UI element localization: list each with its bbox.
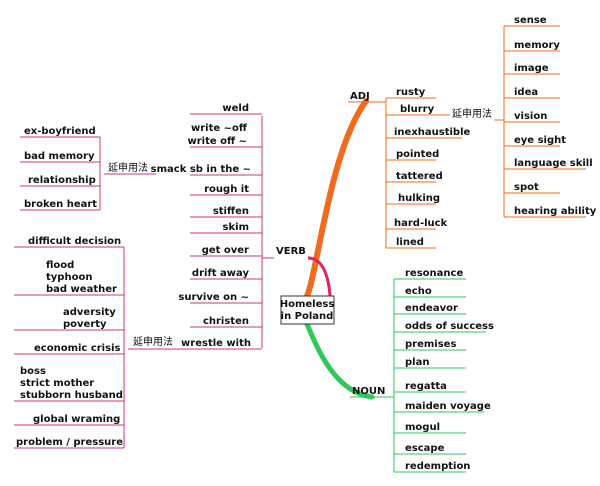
noun-item: premises (405, 339, 456, 350)
adj-item: blurry (400, 104, 435, 115)
blurry-ext-item: image (514, 63, 549, 74)
wrestle-ext-item: economic crisis (34, 343, 120, 354)
noun-item: escape (405, 443, 445, 454)
noun-trunk (304, 321, 375, 400)
blurry-ext-item: hearing ability (514, 206, 597, 217)
wrestle-ext-item: typhoon (46, 272, 92, 283)
noun-item: resonance (405, 268, 463, 279)
adj-title: ADJ (350, 91, 370, 102)
wrestle-ext-item: global wraming (33, 414, 120, 425)
wrestle-ext-item: flood (46, 260, 74, 271)
wrestle-ext-item: boss (20, 366, 46, 377)
verb-item: wrestle with (181, 338, 251, 349)
blurry-ext-item: sense (514, 15, 547, 26)
smack-ext-label: 延申用法 (108, 161, 148, 174)
noun-title: NOUN (352, 386, 385, 397)
noun-item: maiden voyage (405, 401, 491, 412)
adj-item: inexhaustible (394, 127, 471, 138)
noun-item: mogul (405, 422, 440, 433)
blurry-ext-item: spot (514, 182, 539, 193)
adj-item: tattered (396, 171, 443, 182)
adj-item: pointed (396, 149, 439, 160)
smack-ext-item: bad memory (24, 151, 95, 162)
blurry-ext-item: eye sight (514, 135, 566, 146)
adj-item: hard-luck (394, 218, 448, 229)
wrestle-ext-item: bad weather (46, 284, 117, 295)
blurry-ext-item: language skill (514, 158, 593, 169)
noun-item: endeavor (405, 303, 458, 314)
center-topic-line-2: in Poland (281, 311, 334, 322)
wrestle-ext-item: stubborn husband (20, 390, 123, 401)
smack-ext-item: ex-boyfriend (24, 126, 96, 137)
verb-item: get over (202, 245, 249, 256)
wrestle-ext-item: difficult decision (28, 236, 121, 247)
noun-item: odds of success (405, 321, 494, 332)
branch-lines (14, 25, 586, 473)
blurry-ext-item: vision (514, 111, 547, 122)
center-topic-box (280, 295, 335, 325)
wrestle-ext-item: problem / pressure (16, 437, 123, 448)
verb-title: VERB (276, 246, 306, 257)
noun-item: redemption (405, 461, 470, 472)
noun-item: plan (405, 357, 429, 368)
adj-item: lined (396, 237, 424, 248)
wrestle-ext-item: strict mother (20, 378, 94, 389)
adj-item: hulking (398, 193, 440, 204)
verb-item: stiffen (213, 206, 249, 217)
verb-item: smack sb in the ~ (151, 164, 251, 175)
verb-item: weld (222, 103, 249, 114)
center-topic-line-1: Homeless (280, 299, 335, 310)
blurry-ext-item: memory (514, 40, 560, 51)
verb-item: drift away (192, 268, 250, 279)
wrestle-ext-item: adversity (63, 307, 116, 318)
adj-trunk (304, 98, 369, 299)
verb-item: skim (223, 222, 249, 233)
noun-item: regatta (405, 381, 447, 392)
smack-ext-item: relationship (28, 175, 96, 186)
verb-item: rough it (204, 184, 249, 195)
adj-item: rusty (396, 87, 426, 98)
noun-item: echo (405, 286, 432, 297)
blurry-ext-item: idea (514, 87, 538, 98)
verb-item: christen (203, 316, 249, 327)
wrestle-ext-item: poverty (63, 319, 107, 330)
verb-item: write ~off (191, 123, 248, 134)
smack-ext-item: broken heart (24, 199, 97, 210)
wrestle-ext-label: 延申用法 (133, 335, 173, 348)
verb-trunk (307, 256, 332, 297)
verb-item: write off ~ (188, 136, 247, 147)
verb-item: survive on ~ (178, 292, 249, 303)
blurry-ext-label: 延申用法 (452, 107, 492, 120)
